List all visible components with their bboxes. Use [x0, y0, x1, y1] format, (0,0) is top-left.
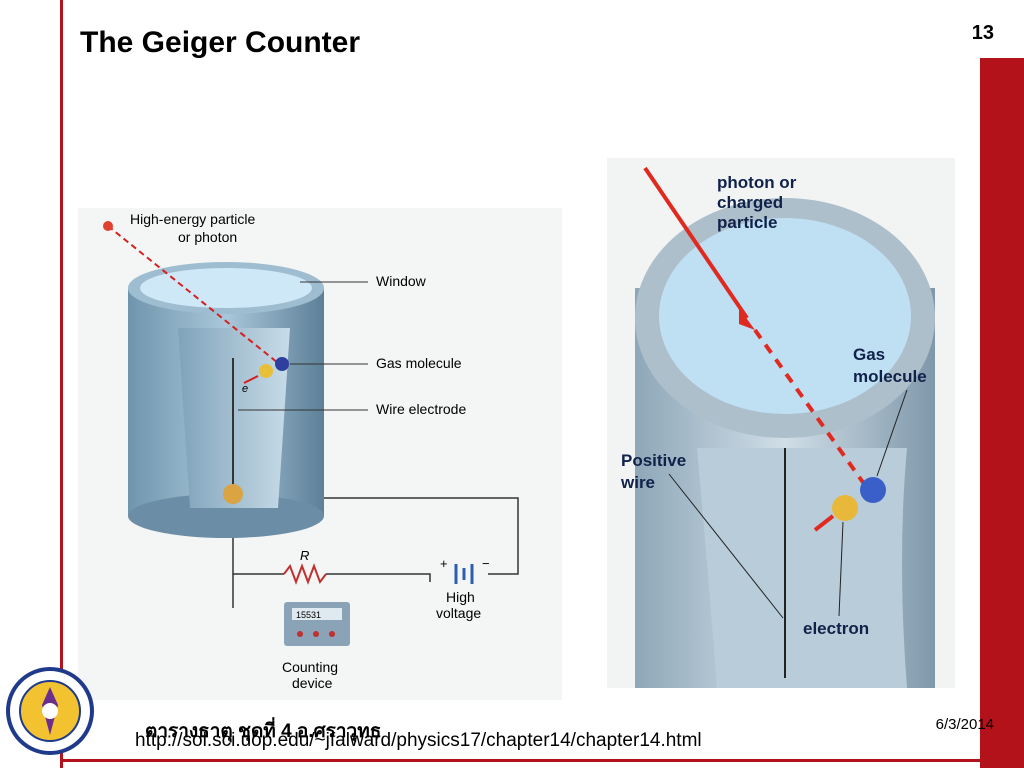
window-label: Window	[376, 273, 427, 289]
footer-thai-text: ตารางธาตุ ชุดที่ 4 อ.ศราวุทธ	[145, 721, 382, 742]
high-voltage-label-1: High	[446, 589, 475, 605]
footer-url[interactable]: http://sol.sci.uop.edu/~jfalward/physics…	[135, 730, 702, 751]
resistor-label: R	[300, 548, 309, 563]
gas-molecule-label: Gas molecule	[376, 355, 462, 371]
positive-wire-label-2: wire	[620, 473, 655, 492]
counting-label-2: device	[292, 675, 333, 691]
slide-date: 6/3/2014	[935, 716, 994, 733]
photon-label-1: photon or	[717, 173, 797, 192]
counting-label-1: Counting	[282, 659, 338, 675]
particle-label-1: High-energy particle	[130, 211, 255, 227]
gas-label-2: molecule	[853, 367, 927, 386]
geiger-diagram-right: photon or charged particle Gas molecule …	[607, 158, 955, 688]
positive-wire-label-1: Positive	[621, 451, 686, 470]
slide-title: The Geiger Counter	[80, 26, 361, 59]
university-logo	[6, 667, 94, 755]
slide-number: 13	[971, 22, 994, 44]
right-red-bar	[980, 58, 1024, 768]
plus-sign: +	[440, 556, 448, 571]
counter-display: 15531	[296, 610, 321, 620]
minus-sign: −	[482, 556, 490, 571]
electron-label: electron	[803, 619, 869, 638]
high-voltage-label-2: voltage	[436, 605, 481, 621]
bottom-border	[60, 759, 1024, 762]
photon-label-2: charged	[717, 193, 783, 212]
wire-electrode-label: Wire electrode	[376, 401, 466, 417]
electron-symbol: e	[242, 383, 248, 395]
gas-label-1: Gas	[853, 345, 885, 364]
geiger-diagram-left: High-energy particle or photon Window Ga…	[78, 208, 562, 700]
particle-label-2: or photon	[178, 229, 237, 245]
photon-label-3: particle	[717, 213, 777, 232]
left-border	[60, 0, 63, 768]
